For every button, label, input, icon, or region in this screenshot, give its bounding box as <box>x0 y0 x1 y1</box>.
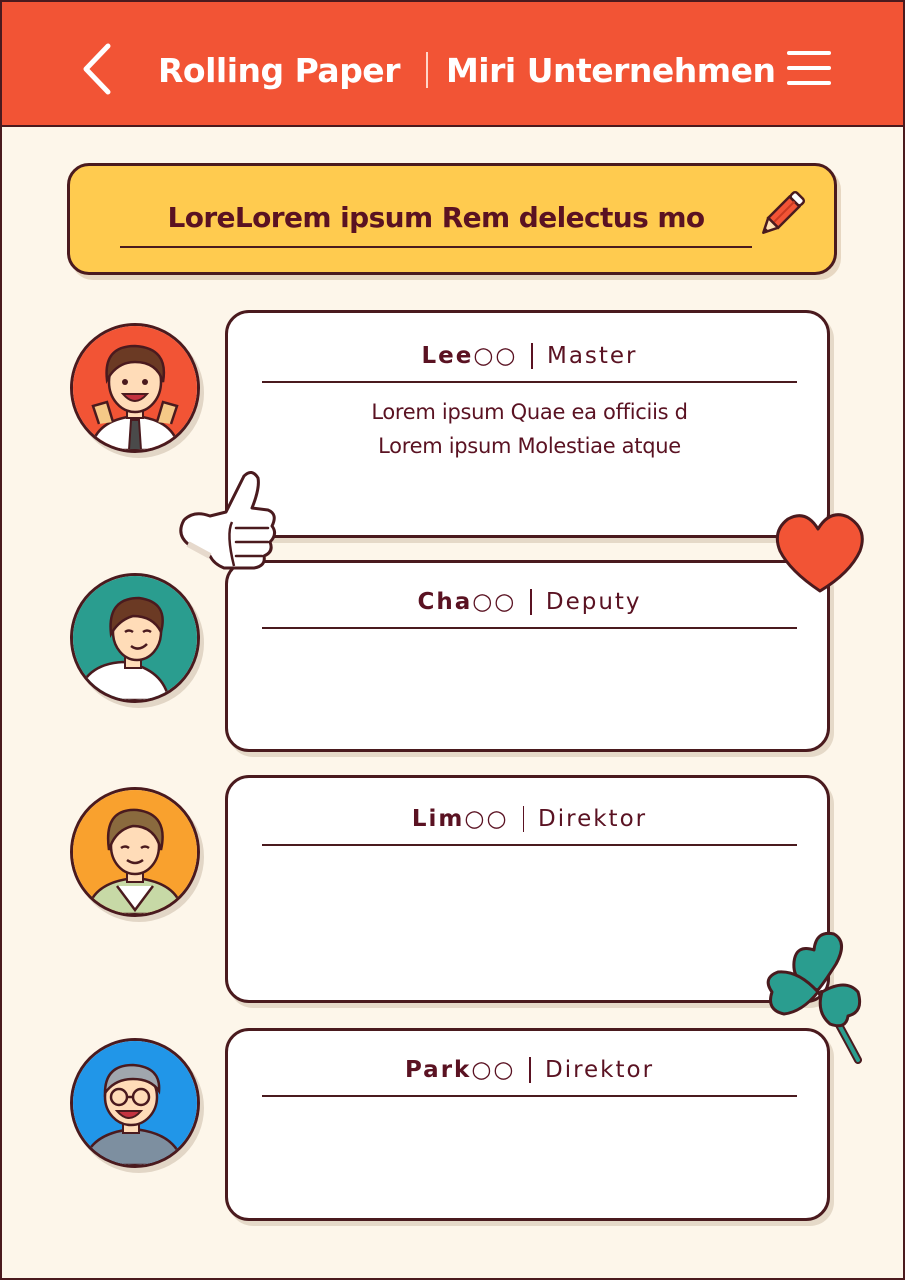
person-avatar-icon <box>73 576 197 700</box>
sender-role: Deputy <box>545 589 642 615</box>
avatar-lee <box>70 323 200 453</box>
header-divider <box>530 589 532 615</box>
message-body: Lorem ipsum Quae ea officiis d Lorem ips… <box>262 395 797 463</box>
header-divider <box>531 343 533 369</box>
avatar-park <box>70 1038 200 1168</box>
sender-name: Park○○ <box>404 1057 516 1083</box>
message-line: Lorem ipsum Molestiae atque <box>378 434 681 458</box>
card-header: Lim○○ Direktor <box>262 794 797 846</box>
person-avatar-icon <box>73 1041 197 1165</box>
company-name: Miri Unternehmen <box>445 50 776 90</box>
header-divider <box>529 1057 531 1083</box>
pencil-icon[interactable] <box>750 184 812 246</box>
sender-name: Cha○○ <box>417 589 517 615</box>
message-card-lim[interactable]: Lim○○ Direktor <box>225 775 830 1003</box>
page-title: Rolling Paper <box>158 50 400 90</box>
hamburger-menu-icon <box>787 51 831 85</box>
sender-role: Master <box>546 343 638 369</box>
avatar-cha <box>70 573 200 703</box>
avatar-lim <box>70 787 200 917</box>
message-line: Lorem ipsum Quae ea officiis d <box>371 400 688 424</box>
sender-name: Lee○○ <box>421 343 518 369</box>
card-header: Cha○○ Deputy <box>262 577 797 629</box>
sender-role: Direktor <box>544 1057 655 1083</box>
message-card-lee[interactable]: Lee○○ Master Lorem ipsum Quae ea officii… <box>225 310 830 538</box>
sender-name: Lim○○ <box>411 806 509 832</box>
rolling-paper-title-input[interactable] <box>120 188 752 248</box>
title-banner <box>67 163 837 275</box>
card-header: Park○○ Direktor <box>262 1045 797 1097</box>
heart-icon <box>775 513 864 593</box>
thumbs-up-icon <box>179 471 277 570</box>
app-header: Rolling Paper Miri Unternehmen <box>0 0 905 127</box>
sender-role: Direktor <box>538 806 648 832</box>
back-button[interactable] <box>72 40 122 98</box>
message-card-park[interactable]: Park○○ Direktor <box>225 1028 830 1221</box>
message-card-cha[interactable]: Cha○○ Deputy <box>225 560 830 752</box>
header-divider <box>522 806 525 832</box>
person-avatar-icon <box>73 326 197 450</box>
chevron-left-icon <box>83 43 111 95</box>
header-title-group: Rolling Paper Miri Unternehmen <box>158 44 776 96</box>
card-header: Lee○○ Master <box>262 331 797 383</box>
clover-icon <box>766 931 862 1064</box>
person-avatar-icon <box>73 790 197 914</box>
title-divider <box>425 52 428 88</box>
menu-button[interactable] <box>786 48 832 88</box>
